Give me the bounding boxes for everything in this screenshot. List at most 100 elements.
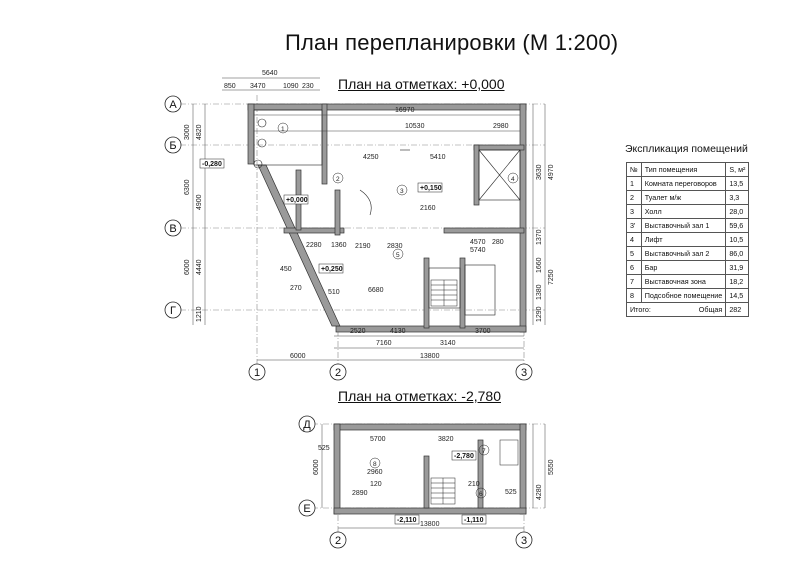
svg-text:13800: 13800 [420, 521, 440, 528]
walls-bottom [333, 423, 527, 515]
room-number: 1 [626, 176, 642, 191]
room-area: 28,0 [725, 204, 750, 219]
svg-text:1210: 1210 [196, 306, 203, 322]
table-row: 1 Комната переговоров 13,5 [626, 176, 750, 191]
dimension-lines-top [192, 77, 546, 361]
svg-text:2830: 2830 [387, 243, 403, 250]
dimension-labels-bottom: 5700 3820 525 6000 5550 4280 2960 2890 1… [313, 436, 555, 528]
total-caption: Итого: [630, 305, 651, 314]
svg-text:-0,280: -0,280 [202, 161, 222, 168]
svg-text:2980: 2980 [493, 123, 509, 130]
axis-bubbles-top: А Б В Г 1 2 3 [164, 95, 533, 381]
room-outlines-top [253, 109, 521, 316]
room-number: 6 [626, 260, 642, 275]
svg-text:6: 6 [479, 491, 483, 498]
svg-text:4820: 4820 [196, 124, 203, 140]
svg-text:10530: 10530 [405, 123, 425, 130]
table-header-row: № Тип помещения S, м² [626, 162, 750, 177]
svg-text:Г: Г [170, 305, 176, 317]
room-outlines-bottom [430, 439, 519, 505]
svg-text:2280: 2280 [306, 242, 322, 249]
svg-text:5550: 5550 [548, 459, 555, 475]
svg-text:1370: 1370 [536, 229, 543, 245]
room-markers-top: 1 2 3 4 5 [277, 122, 519, 260]
header-cell: № [626, 162, 642, 177]
svg-text:120: 120 [370, 481, 382, 488]
room-number: 4 [626, 232, 642, 247]
explication-table: № Тип помещения S, м² 1 Комната перегово… [625, 162, 750, 317]
axis-bubbles-bottom: Д Е 2 3 [298, 415, 533, 549]
svg-text:+0,150: +0,150 [420, 185, 442, 192]
room-type: Выставочный зал 2 [640, 246, 727, 261]
svg-text:1: 1 [254, 367, 260, 379]
room-markers-bottom: 8 7 6 [369, 444, 490, 499]
svg-text:4280: 4280 [536, 484, 543, 500]
svg-text:1360: 1360 [331, 242, 347, 249]
svg-text:3140: 3140 [440, 340, 456, 347]
svg-text:1290: 1290 [536, 306, 543, 322]
room-area: 59,6 [725, 218, 750, 233]
svg-text:16970: 16970 [395, 107, 415, 114]
svg-text:3700: 3700 [475, 328, 491, 335]
svg-text:4: 4 [511, 176, 515, 183]
table-row: 4 Лифт 10,5 [626, 232, 750, 247]
room-area: 18,2 [725, 274, 750, 289]
svg-text:2520: 2520 [350, 328, 366, 335]
svg-text:1090: 1090 [283, 83, 299, 90]
dimension-labels-top: 5640 850 3470 1090 230 16970 10530 2980 … [184, 70, 555, 360]
svg-text:3: 3 [521, 367, 527, 379]
svg-text:280: 280 [492, 239, 504, 246]
room-area: 13,5 [725, 176, 750, 191]
svg-text:525: 525 [318, 445, 330, 452]
room-number: 3' [626, 218, 642, 233]
table-row: 3' Выставочный зал 1 59,6 [626, 218, 750, 233]
drawing-title: План перепланировки (М 1:200) [285, 30, 619, 55]
svg-text:2: 2 [335, 535, 341, 547]
svg-text:2960: 2960 [367, 469, 383, 476]
svg-text:2: 2 [335, 367, 341, 379]
svg-text:6000: 6000 [290, 353, 306, 360]
room-area: 31,9 [725, 260, 750, 275]
room-type: Комната переговоров [640, 176, 727, 191]
svg-text:210: 210 [468, 481, 480, 488]
svg-text:5700: 5700 [370, 436, 386, 443]
table-row: 2 Туалет м/ж 3,3 [626, 190, 750, 205]
room-number: 3 [626, 204, 642, 219]
table-row: 8 Подсобное помещение 14,5 [626, 288, 750, 303]
svg-text:3820: 3820 [438, 436, 454, 443]
svg-text:5640: 5640 [262, 70, 278, 77]
svg-text:450: 450 [280, 266, 292, 273]
room-area: 3,3 [725, 190, 750, 205]
staircase-top [430, 279, 458, 307]
svg-text:3: 3 [400, 188, 404, 195]
plan-bottom-title: План на отметках: -2,780 [338, 388, 501, 404]
explication-title: Экспликация помещений [625, 143, 748, 155]
svg-text:Е: Е [303, 503, 310, 515]
svg-text:2890: 2890 [352, 490, 368, 497]
room-type: Выставочный зал 1 [640, 218, 727, 233]
room-type: Бар [640, 260, 727, 275]
svg-text:-2,110: -2,110 [397, 517, 417, 524]
header-cell: S, м² [725, 162, 750, 177]
svg-text:4250: 4250 [363, 154, 379, 161]
svg-text:5410: 5410 [430, 154, 446, 161]
svg-text:В: В [169, 223, 176, 235]
svg-text:4570: 4570 [470, 239, 486, 246]
svg-text:-1,110: -1,110 [464, 517, 484, 524]
room-type: Холл [640, 204, 727, 219]
svg-text:8: 8 [373, 461, 377, 468]
svg-text:1660: 1660 [536, 257, 543, 273]
table-row: 7 Выставочная зона 18,2 [626, 274, 750, 289]
svg-text:3000: 3000 [184, 124, 191, 140]
svg-text:6000: 6000 [313, 459, 320, 475]
room-area: 10,5 [725, 232, 750, 247]
svg-text:1: 1 [281, 126, 285, 133]
room-type: Туалет м/ж [640, 190, 727, 205]
svg-text:4440: 4440 [196, 259, 203, 275]
svg-text:Б: Б [169, 140, 176, 152]
total-kind: Общая [698, 305, 723, 314]
svg-text:-2,780: -2,780 [454, 453, 474, 460]
svg-text:+0,250: +0,250 [321, 266, 343, 273]
